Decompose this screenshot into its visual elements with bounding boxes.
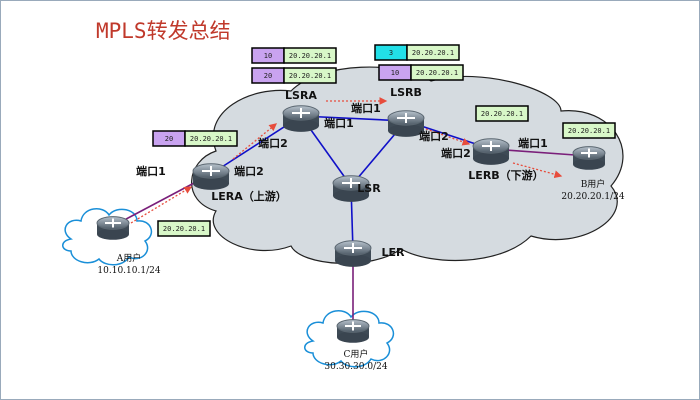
packet-lsrb-out: 10 20.20.20.1 [378,64,464,81]
dest-ip-cell [283,47,337,64]
port-label: 端口2 [258,136,288,150]
device-label-lsr: LSR [357,182,381,195]
dest-ip-value: 20.20.20.1 [416,69,458,77]
port-label: 端口2 [419,129,449,143]
user-b-router-icon [572,146,606,170]
dest-ip-value: 20.20.20.1 [163,225,205,233]
dest-ip-cell [475,105,529,122]
dest-ip-value: 20.20.20.1 [289,72,331,80]
router-lerb-icon [472,138,510,165]
router-ler-icon [334,240,372,267]
flow-arrow [425,128,471,146]
router-lsrb-icon [387,110,425,137]
user-b-subnet: 20.20.20.1/24 [561,192,624,202]
flow-arrow [232,123,278,160]
port-label: 端口1 [518,136,548,150]
dest-ip-cell [410,64,464,81]
packet-lsrb-in: 3 20.20.20.1 [374,44,460,61]
port-label: 端口1 [324,116,354,130]
packet-lsra-out: 20 20.20.20.1 [251,67,337,84]
dest-ip-cell [562,122,616,139]
user-b-name: B用户 [581,178,606,190]
router-lera-icon [192,163,230,190]
dest-ip-cell [283,67,337,84]
dest-ip-cell [184,130,238,147]
mpls-label-value: 3 [389,49,393,57]
flow-arrow [512,162,563,179]
user-a-subnet: 10.10.10.1/24 [97,266,160,276]
port-label: 端口2 [234,164,264,178]
user-c-name: C用户 [344,348,369,360]
mpls-label-value: 10 [391,69,399,77]
device-label-lera: LERA（上游） [211,189,287,203]
dest-ip-cell [157,220,211,237]
dest-ip-value: 20.20.20.1 [481,110,523,118]
user-a-router-icon [96,216,130,240]
user-a-name: A用户 [116,252,142,264]
port-label: 端口1 [351,101,381,115]
mpls-label-value: 20 [165,135,173,143]
device-label-ler: LER [382,246,406,259]
mpls-label-value: 10 [264,52,272,60]
router-lsra-icon [282,105,320,132]
user-c-subnet: 30.30.30.0/24 [324,362,387,372]
packet-lerb: 20.20.20.1 [475,105,529,122]
dest-ip-value: 20.20.20.1 [568,127,610,135]
packet-b: 20.20.20.1 [562,122,616,139]
dest-ip-cell [406,44,460,61]
port-label: 端口1 [136,164,166,178]
device-label-lsra: LSRA [285,89,317,102]
page-title: MPLS转发总结 [96,19,231,43]
dest-ip-value: 20.20.20.1 [190,135,232,143]
dest-ip-value: 20.20.20.1 [289,52,331,60]
user-c-router-icon [336,319,370,343]
device-label-lsrb: LSRB [390,86,422,99]
port-label: 端口2 [441,146,471,160]
device-label-lerb: LERB（下游） [468,168,543,182]
packet-lera: 20 20.20.20.1 [152,130,238,147]
dest-ip-value: 20.20.20.1 [412,49,454,57]
packet-lsra-in: 10 20.20.20.1 [251,47,337,64]
mpls-label-value: 20 [264,72,272,80]
packet-a: 20.20.20.1 [157,220,211,237]
router-lsr-icon [332,175,370,202]
flow-arrow [130,186,193,224]
